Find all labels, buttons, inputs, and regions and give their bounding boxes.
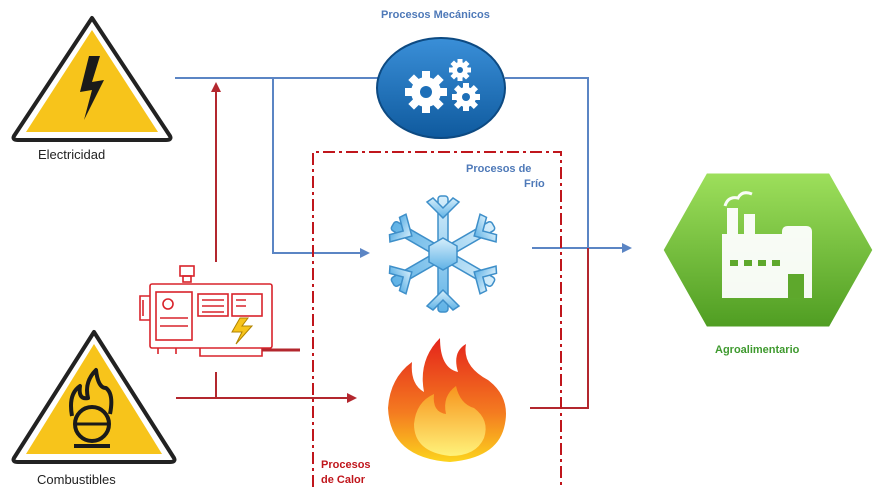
fuel-lines: [176, 82, 589, 409]
flammable-warning-icon: [11, 330, 177, 464]
procesos-mecanicos-label: Procesos Mecánicos: [381, 9, 490, 21]
gears-icon: [376, 37, 506, 139]
procesos-frio-label-line1: Procesos de: [466, 163, 532, 175]
thermal-processes-boundary: [312, 151, 562, 487]
procesos-calor-label-line1: Procesos: [321, 459, 371, 471]
electricity-lines: [175, 77, 632, 258]
flame-icon: [388, 338, 506, 462]
mechanics-line-to-agro: [505, 77, 589, 250]
heat-line-to-agro: [530, 248, 589, 409]
high-voltage-warning-icon: [11, 16, 173, 142]
combustibles-label: Combustibles: [37, 472, 116, 487]
procesos-frio-label-line2: Frío: [524, 178, 545, 190]
generator-icon: [139, 265, 273, 357]
lightning-bolt-icon: [231, 317, 254, 345]
electricidad-label: Electricidad: [38, 147, 106, 162]
electric-line-to-cold: [272, 78, 370, 258]
procesos-calor-label-line2: de Calor: [321, 474, 366, 486]
agroalimentario-label: Agroalimentario: [715, 344, 800, 356]
factory-icon: [660, 170, 876, 330]
snowflake-icon: [388, 195, 498, 313]
